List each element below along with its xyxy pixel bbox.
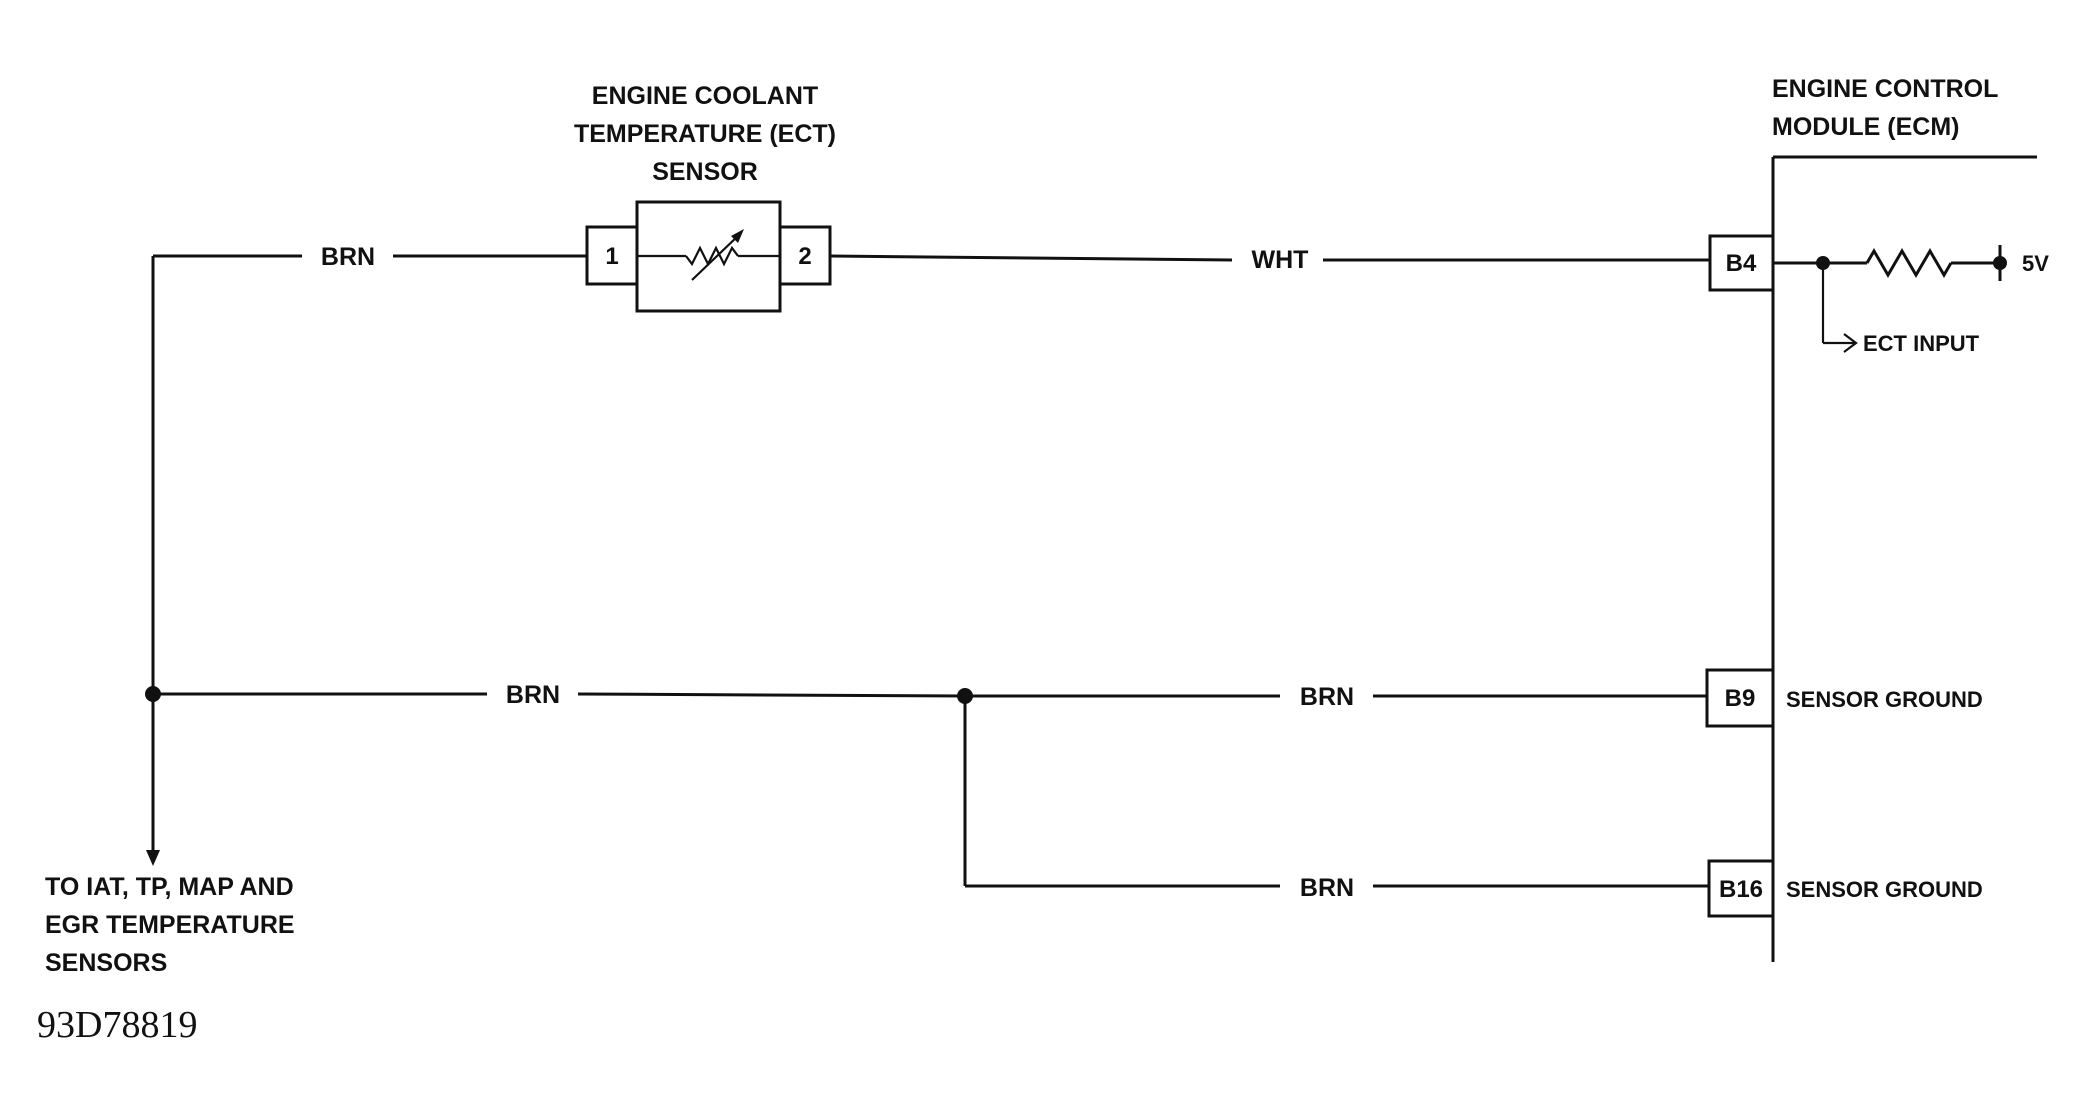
figure-code: 93D78819: [37, 1004, 197, 1046]
ecm-pin-b9: B9: [1725, 685, 1756, 712]
sensor-pin-2: 2: [798, 243, 811, 270]
wire-label-top-right: WHT: [1252, 246, 1309, 274]
ecm-title-line-2: MODULE (ECM): [1772, 113, 1959, 141]
wire-label-mid-left: BRN: [506, 681, 560, 709]
note-line-1: TO IAT, TP, MAP AND: [45, 873, 294, 901]
ecm-title-line-1: ENGINE CONTROL: [1772, 75, 1998, 103]
thermistor-resistor: [685, 245, 739, 267]
ecm-pin-b16-box: [1707, 859, 1775, 918]
wire-label-top-left: BRN: [321, 243, 375, 271]
sensor-title-line-3: SENSOR: [652, 158, 758, 186]
reference-voltage-label: 5V: [2022, 251, 2049, 276]
ecm-pin-b4-box: [1708, 234, 1775, 292]
thermistor-arrow-head: [731, 229, 744, 243]
wht-wire-a: [829, 254, 1233, 262]
pullup-resistor: [1865, 248, 1953, 278]
thermistor-variable-arrow: [691, 233, 741, 281]
ecm-pin-b16: B16: [1719, 876, 1763, 903]
note-line-2: EGR TEMPERATURE: [45, 911, 295, 939]
ecm-pin-b9-box: [1705, 668, 1775, 728]
note-line-3: SENSORS: [45, 949, 167, 977]
sensor-title-line-1: ENGINE COOLANT: [592, 82, 818, 110]
ecm-pin-b4: B4: [1726, 250, 1757, 277]
wire-label-mid-right: BRN: [1300, 683, 1354, 711]
sensor-pin-2-box: [778, 225, 832, 286]
b9-function-label: SENSOR GROUND: [1786, 687, 1983, 712]
sensor-title-line-2: TEMPERATURE (ECT): [574, 120, 836, 148]
ect-input-arrow: [1843, 333, 1858, 353]
wire-label-bottom: BRN: [1300, 874, 1354, 902]
bus-arrow-head: [146, 850, 160, 866]
sensor-pin-1: 1: [605, 243, 618, 270]
b16-function-label: SENSOR GROUND: [1786, 877, 1983, 902]
ect-input-label: ECT INPUT: [1863, 331, 1980, 356]
mid-brn-wire-b: [577, 692, 966, 698]
